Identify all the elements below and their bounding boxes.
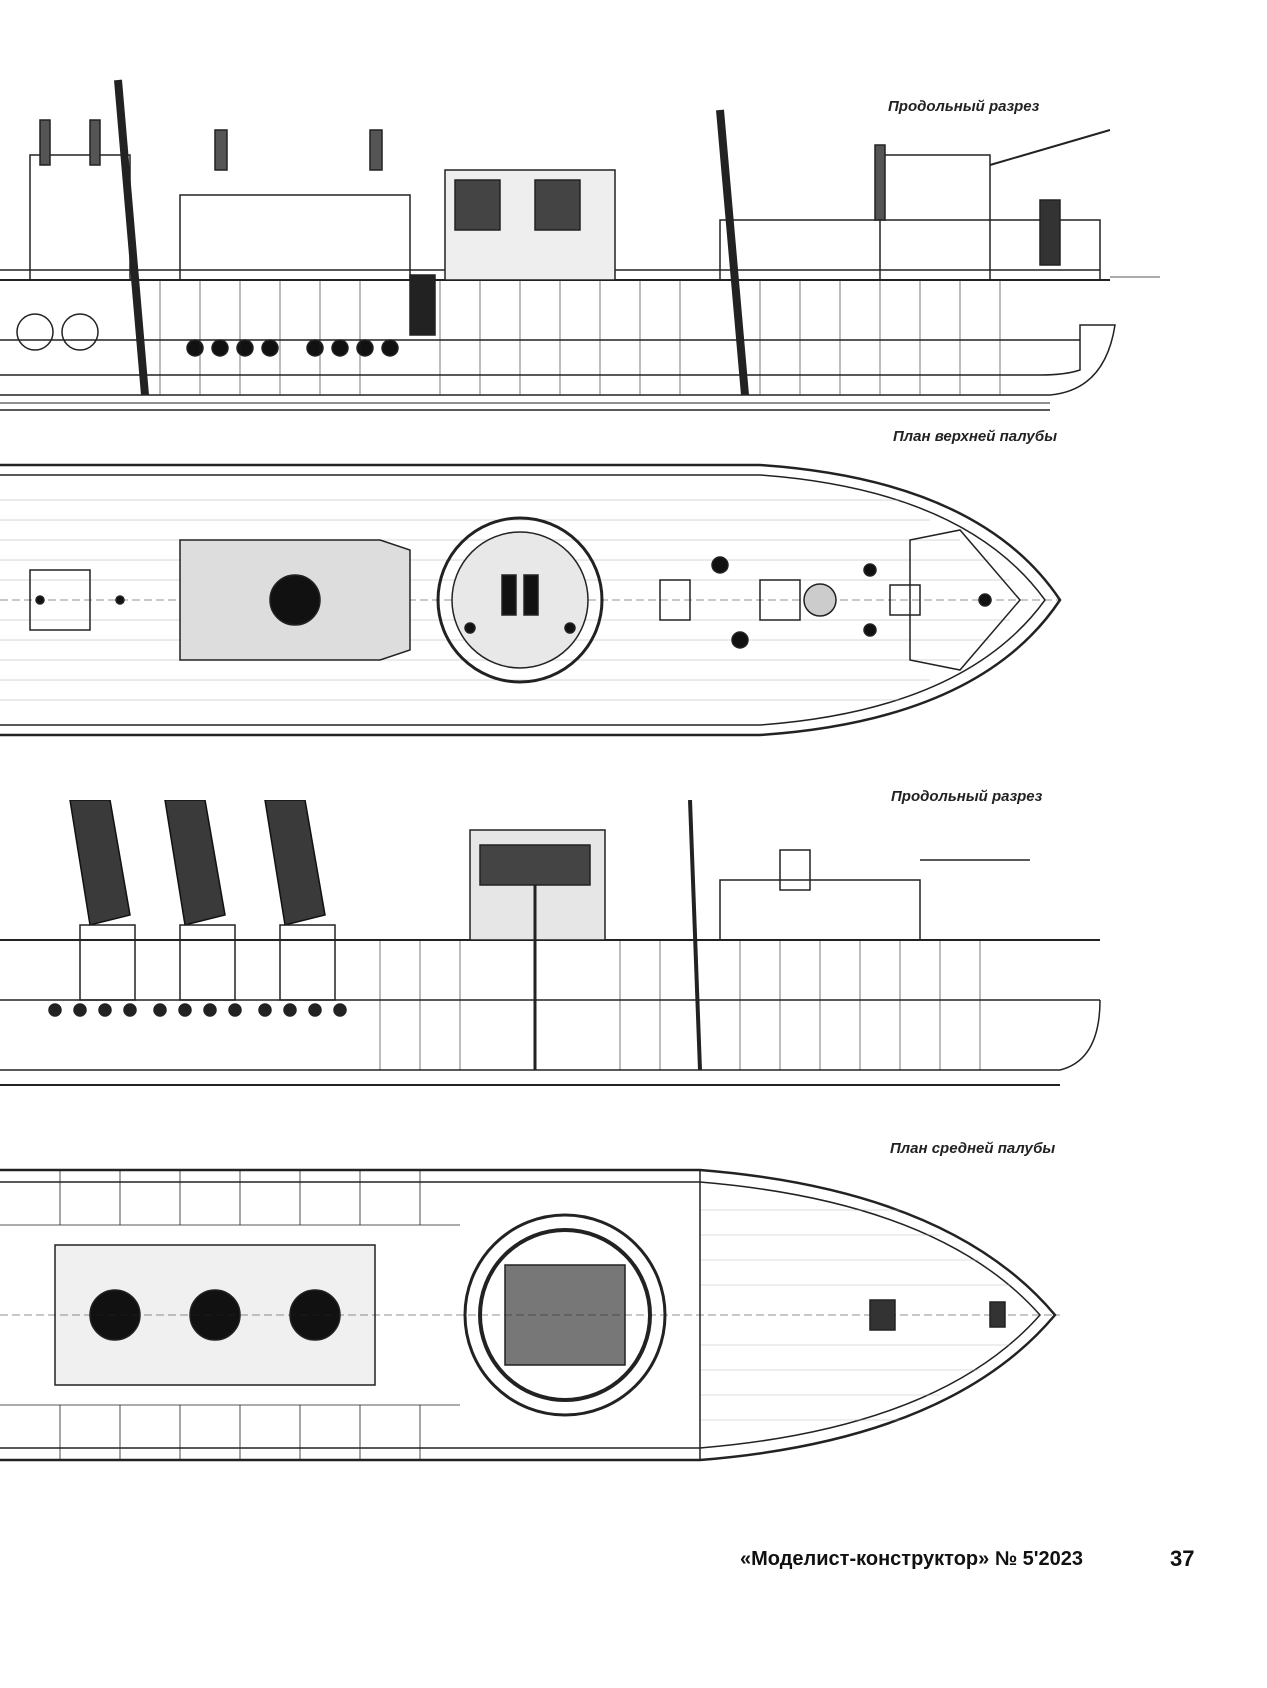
drawing-plan-middle: План средней палубы — [0, 1140, 1267, 1480]
drawing-plan-upper: План верхней палубы — [0, 428, 1267, 750]
caption-plan-middle: План средней палубы — [890, 1140, 1056, 1157]
page-number: 37 — [1170, 1546, 1195, 1571]
caption-section-2: Продольный разрез — [891, 788, 1043, 805]
caption-section-1: Продольный разрез — [888, 98, 1040, 115]
caption-plan-upper: План верхней палубы — [893, 428, 1058, 445]
journal-title: «Моделист-конструктор» № 5'2023 — [740, 1548, 1084, 1570]
drawing-section-2: Продольный разрез — [0, 788, 1267, 1110]
drawing-section-1: Продольный разрез — [0, 70, 1267, 430]
